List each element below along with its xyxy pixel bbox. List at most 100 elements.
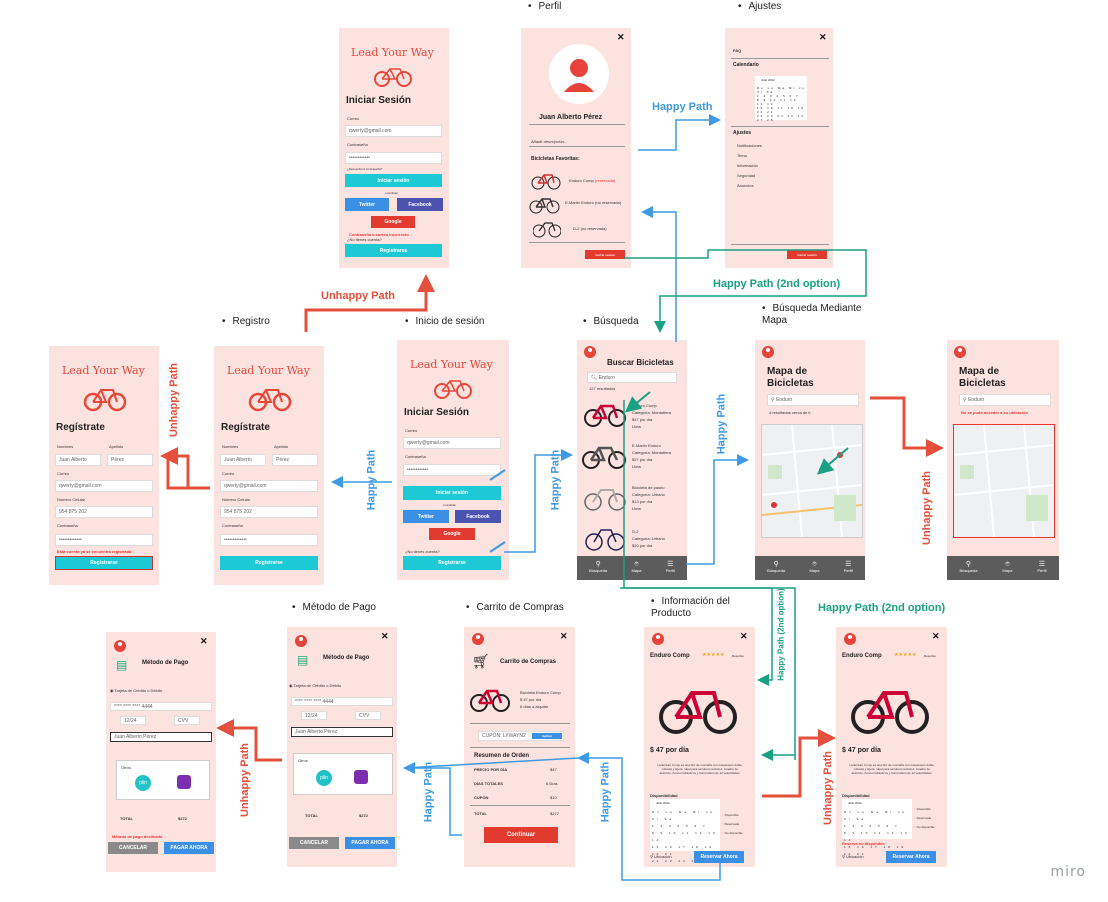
avatar[interactable] [114, 640, 126, 652]
avatar[interactable] [652, 633, 664, 645]
phone-field[interactable]: 954 875 202 [220, 506, 318, 518]
plin-icon[interactable]: plin [135, 775, 151, 791]
cvv-field[interactable]: CVV [174, 716, 200, 725]
setting-notifications[interactable]: Notificaciones [737, 143, 762, 148]
avatar[interactable] [472, 633, 484, 645]
logout-button[interactable]: Cerrar sesión [787, 250, 827, 259]
password-field[interactable]: ••••••••••••• [55, 534, 153, 546]
facebook-button[interactable]: Facebook [397, 198, 443, 211]
nav-map[interactable]: ⌾Mapa [1002, 561, 1013, 573]
card-option[interactable]: ◉ Tarjeta de Crédito o Débito [289, 683, 342, 688]
nav-search[interactable]: ⚲Búsqueda [959, 561, 978, 573]
email-field[interactable]: qwerty@gmail.com [403, 437, 501, 449]
description-input[interactable]: Añadir descripción... [531, 139, 568, 144]
holder-field[interactable]: Juan Alberto Pérez [110, 732, 212, 742]
close-icon[interactable]: ✕ [617, 32, 625, 42]
faq-link[interactable]: FAQ [733, 48, 742, 53]
remember-text[interactable]: ¿Recuerda la contraseña? [347, 167, 383, 171]
search-input[interactable]: ⚲ Enduro [959, 394, 1051, 406]
twitter-button[interactable]: Twitter [403, 510, 449, 523]
reviews-link[interactable]: Reseñas [924, 654, 936, 658]
apply-coupon-button[interactable]: Aplicar [532, 733, 562, 739]
continue-button[interactable]: Continuar [484, 827, 558, 843]
nav-search[interactable]: ⚲Búsqueda [589, 561, 608, 573]
password-field[interactable]: •••••••••••• [345, 152, 442, 164]
holder-field[interactable]: Juan Alberto Pérez [291, 727, 393, 737]
logout-button[interactable]: Cerrar sesión [585, 250, 625, 259]
other-methods[interactable]: Otros plin [116, 760, 210, 800]
nav-map[interactable]: ⌾Mapa [809, 561, 820, 573]
setting-theme[interactable]: Tema [737, 153, 747, 158]
nav-profile[interactable]: ☰Perfil [665, 561, 675, 573]
reviews-link[interactable]: Reseñas [732, 654, 744, 658]
facebook-button[interactable]: Facebook [455, 510, 501, 523]
fav-bike-2[interactable]: E-Marlin Enduro (no reservada) [565, 200, 622, 205]
close-icon[interactable]: ✕ [200, 636, 208, 646]
fav-bike-1[interactable]: Enduro Comp (reservada) [569, 178, 616, 183]
avatar[interactable] [762, 346, 774, 358]
avatar[interactable] [844, 633, 856, 645]
apellido-field[interactable]: Pérez [272, 454, 318, 466]
cancel-button[interactable]: CANCELAR [108, 842, 158, 854]
yape-icon[interactable] [177, 775, 191, 789]
password-field[interactable]: ••••••••••••• [220, 534, 318, 546]
avatar[interactable] [295, 635, 307, 647]
location-link[interactable]: ⚲ Ubicación [650, 854, 672, 859]
apellido-field[interactable]: Pérez [107, 454, 153, 466]
nombres-field[interactable]: Juan Alberto [55, 454, 101, 466]
nav-map[interactable]: ⌾Mapa [631, 561, 642, 573]
avatar[interactable] [954, 346, 966, 358]
setting-ads[interactable]: Anuncios [737, 183, 754, 188]
card-option[interactable]: ◉ Tarjeta de Crédito o Débito [110, 688, 163, 693]
password-field[interactable]: •••••••••••• [403, 464, 501, 476]
expiry-field[interactable]: 12/24 [301, 711, 327, 720]
cancel-button[interactable]: CANCELAR [289, 837, 339, 849]
close-icon[interactable]: ✕ [560, 631, 568, 641]
reserve-button[interactable]: Reservar Ahora [886, 851, 936, 863]
expiry-field[interactable]: 12/24 [120, 716, 146, 725]
email-field[interactable]: qwerty@gmail.com [345, 125, 442, 137]
plin-icon[interactable]: plin [316, 770, 332, 786]
avatar[interactable] [549, 44, 609, 104]
close-icon[interactable]: ✕ [381, 631, 389, 641]
search-input[interactable]: 🔍︎ Enduro [587, 372, 677, 383]
google-button[interactable]: Google [371, 216, 415, 228]
setting-info[interactable]: Información [737, 163, 758, 168]
map-view[interactable] [761, 424, 863, 538]
search-input[interactable]: ⚲ Enduro [767, 394, 859, 406]
google-button[interactable]: Google [429, 528, 475, 540]
twitter-button[interactable]: Twitter [345, 198, 389, 211]
register-button[interactable]: Registrarse [345, 244, 442, 257]
fav-bike-3[interactable]: D-2 (no reservada) [573, 226, 607, 231]
login-button[interactable]: Iniciar sesión [403, 486, 501, 500]
yape-icon[interactable] [354, 770, 368, 784]
map-view[interactable] [953, 424, 1055, 538]
pay-button[interactable]: PAGAR AHORA [345, 837, 395, 849]
close-icon[interactable]: ✕ [819, 32, 827, 42]
pay-button[interactable]: PAGAR AHORA [164, 842, 214, 854]
location-link[interactable]: ⚲ Ubicación [842, 854, 864, 859]
nombres-field[interactable]: Juan Alberto [220, 454, 266, 466]
nav-search[interactable]: ⚲Búsqueda [767, 561, 786, 573]
cvv-field[interactable]: CVV [355, 711, 381, 720]
nav-profile[interactable]: ☰Perfil [843, 561, 853, 573]
nav-profile[interactable]: ☰Perfil [1037, 561, 1047, 573]
register-submit-button[interactable]: Registrarse [220, 556, 318, 570]
login-button[interactable]: Iniciar sesión [345, 174, 442, 187]
card-number-field[interactable]: **** **** **** 4444 [110, 702, 212, 711]
email-field[interactable]: qwerty@gmail.com [220, 480, 318, 492]
close-icon[interactable]: ✕ [740, 631, 748, 641]
email-field[interactable]: qwerty@gmail.com [55, 480, 153, 492]
avatar[interactable] [584, 346, 596, 358]
register-submit-button[interactable]: Registrarse [55, 556, 153, 570]
phone-field[interactable]: 954 875 202 [55, 506, 153, 518]
